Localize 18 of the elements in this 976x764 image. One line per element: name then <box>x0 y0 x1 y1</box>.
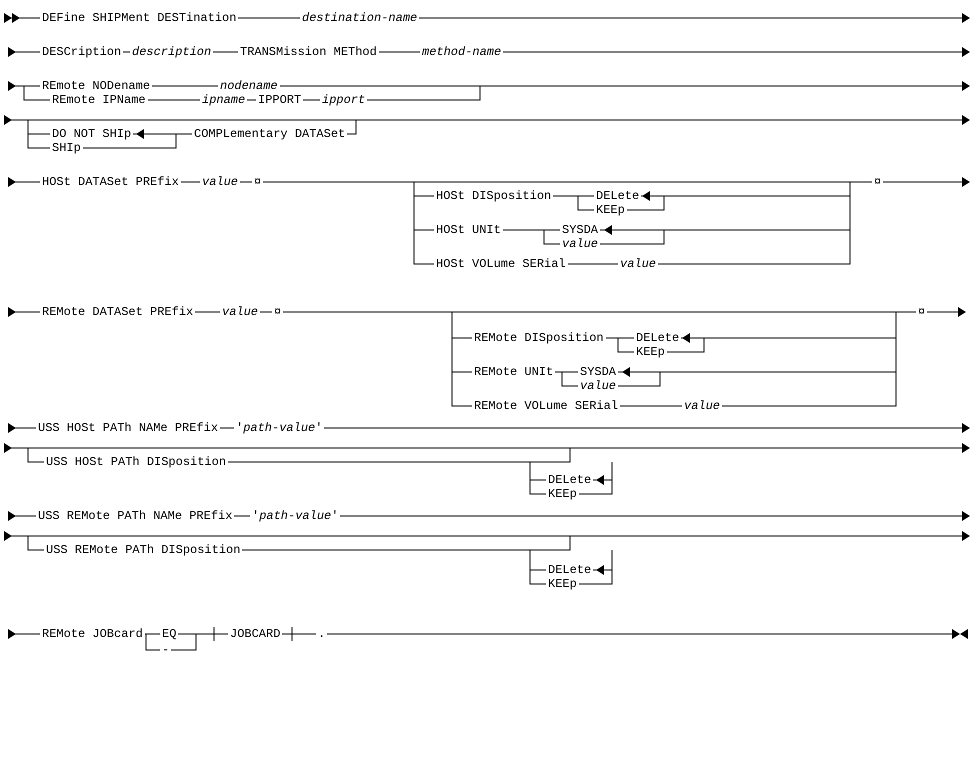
syntax-keyword: KEEp <box>546 577 579 591</box>
syntax-keyword: HOSt DISposition <box>434 189 554 203</box>
syntax-keyword: KEEp <box>546 487 579 501</box>
variable-name: ipname <box>200 93 248 107</box>
variable-name: ipport <box>320 93 368 107</box>
variable-value: 'path-value' <box>234 421 324 435</box>
variable-value: 'path-value' <box>250 509 340 523</box>
syntax-keyword: DESCription <box>40 45 124 59</box>
syntax-keyword: SHIp <box>50 141 83 155</box>
syntax-keyword: REMote DISposition <box>472 331 606 345</box>
syntax-keyword: COMPLementary DATASet <box>192 127 348 141</box>
syntax-keyword: USS HOSt PATh DISposition <box>44 455 228 469</box>
variable-name: description <box>130 45 214 59</box>
syntax-keyword: EQ <box>160 627 178 641</box>
syntax-keyword: DO NOT SHIp <box>50 127 134 141</box>
syntax-keyword: KEEp <box>594 203 627 217</box>
syntax-keyword: USS REMote PATh DISposition <box>44 543 242 557</box>
syntax-keyword: KEEp <box>634 345 667 359</box>
